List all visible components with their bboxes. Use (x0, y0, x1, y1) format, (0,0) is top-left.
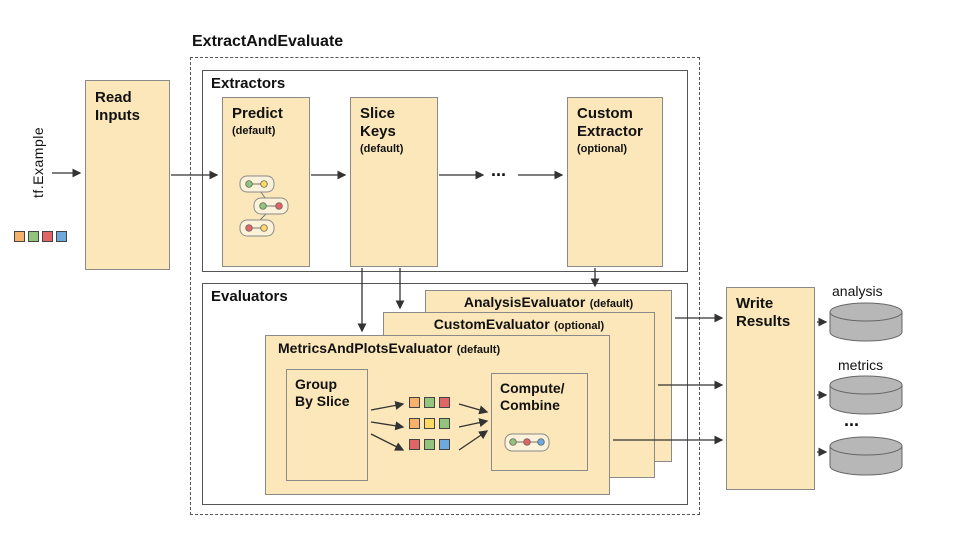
database-cylinder-other-icon (829, 436, 903, 476)
extractors-container: Extractors (202, 70, 688, 272)
slice-grid (409, 397, 450, 450)
write-results-box: Write Results (726, 287, 815, 490)
color-square-red (409, 439, 420, 450)
predict-box: Predict (default) (222, 97, 310, 267)
write-results-label-line2: Results (736, 313, 791, 330)
write-results-label-line1: Write (736, 295, 774, 312)
tf-example-label: tf.Example (30, 126, 46, 199)
metrics-evaluator-qualifier: (default) (456, 344, 501, 356)
extract-and-evaluate-title: ExtractAndEvaluate (192, 33, 344, 50)
color-square-green (439, 418, 450, 429)
group-by-slice-label-line1: Group (295, 376, 337, 392)
color-square-orange (14, 231, 25, 242)
custom-extractor-box: Custom Extractor (optional) (567, 97, 663, 267)
custom-evaluator-label: CustomEvaluator (433, 316, 550, 332)
color-square-blue (439, 439, 450, 450)
predict-qualifier: (default) (232, 125, 276, 137)
custom-evaluator-qualifier: (optional) (554, 320, 605, 332)
color-square-orange (409, 397, 420, 408)
extractor-ellipsis: ... (491, 160, 507, 180)
metrics-evaluator-box: MetricsAndPlotsEvaluator (default) Group… (265, 335, 610, 495)
output-label-analysis: analysis (832, 283, 883, 299)
slice-row (409, 397, 450, 408)
slice-keys-label-line1: Slice (360, 105, 396, 122)
read-inputs-label-line2: Inputs (95, 107, 140, 124)
extract-and-evaluate-container (190, 57, 700, 515)
output-label-metrics: metrics (838, 357, 884, 373)
custom-extractor-label-line2: Extractor (577, 123, 643, 140)
color-square-orange (409, 418, 420, 429)
group-by-slice-label-line2: By Slice (295, 392, 350, 409)
slice-row (409, 418, 450, 429)
slice-keys-qualifier: (default) (360, 143, 404, 155)
color-square-green (424, 397, 435, 408)
evaluators-label: Evaluators (211, 288, 288, 305)
custom-extractor-label-line1: Custom (577, 105, 633, 122)
extractors-label: Extractors (211, 75, 286, 92)
database-cylinder-analysis-icon (829, 302, 903, 342)
read-inputs-label-line1: Read (95, 89, 132, 106)
custom-extractor-qualifier: (optional) (577, 143, 628, 155)
slice-keys-box: Slice Keys (default) (350, 97, 438, 267)
analysis-evaluator-label: AnalysisEvaluator (463, 294, 586, 310)
database-cylinder-metrics-icon (829, 375, 903, 415)
compute-combine-label-line1: Compute/ (500, 380, 565, 396)
slice-row (409, 439, 450, 450)
compute-combine-label-line2: Combine (500, 396, 560, 413)
color-square-yellow (424, 418, 435, 429)
predict-label: Predict (232, 105, 283, 122)
output-ellipsis: ... (844, 410, 860, 430)
metrics-evaluator-label: MetricsAndPlotsEvaluator (278, 340, 453, 356)
evaluators-container: Evaluators (202, 283, 688, 505)
color-square-red (42, 231, 53, 242)
color-square-green (424, 439, 435, 450)
analysis-evaluator-qualifier: (default) (589, 298, 634, 310)
color-square-blue (56, 231, 67, 242)
color-square-red (439, 397, 450, 408)
color-square-green (28, 231, 39, 242)
input-legend-squares (14, 231, 67, 242)
slice-keys-label-line2: Keys (360, 123, 396, 140)
read-inputs-box: Read Inputs (85, 80, 170, 270)
group-by-slice-box: Group By Slice (286, 369, 368, 481)
compute-combine-box: Compute/ Combine (491, 373, 588, 471)
